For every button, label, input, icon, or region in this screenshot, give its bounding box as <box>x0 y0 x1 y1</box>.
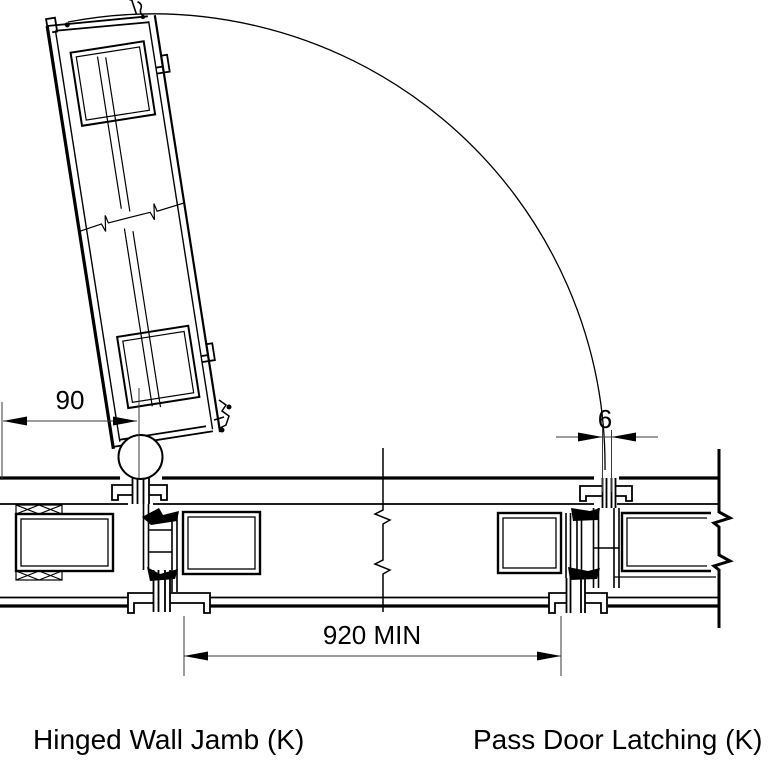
break-lines <box>373 448 734 628</box>
leaf-bottom-block-outer <box>115 324 201 410</box>
dim-90-arrow-left <box>3 416 27 426</box>
right-panel-inner <box>626 517 707 567</box>
leaf-bottom-block-inner <box>122 330 195 404</box>
hinge-top-flange-right <box>149 484 168 501</box>
dimension-90: 90 <box>1 385 137 480</box>
leaf-edge-hook-top <box>155 53 171 75</box>
center-break-line <box>373 448 392 612</box>
hinge-jamb-body <box>142 504 178 592</box>
door-leaf <box>45 0 222 450</box>
dimension-920: 920 MIN <box>183 616 562 676</box>
hinge-pivot-circle <box>117 434 164 480</box>
leaf-top-corner-hook <box>45 16 59 34</box>
hinge-bottom-throat-walls <box>152 570 171 612</box>
latch-throat-walls <box>601 478 617 508</box>
dim-920-arrow-left <box>184 651 208 661</box>
shim-block-top <box>15 504 63 515</box>
dim-6-text: 6 <box>598 404 612 434</box>
hinge-jamb-assembly <box>111 466 211 614</box>
leaf-edge-hook-bottom <box>200 342 216 363</box>
left-stub-panel-inner <box>187 516 256 570</box>
leaf-right-face-outer <box>153 15 222 433</box>
hinge-gaskets <box>142 508 179 581</box>
leaf-left-face-inner <box>54 30 121 442</box>
latch-bottom-flange-right <box>585 592 608 614</box>
wall-section <box>0 476 719 608</box>
latch-jamb-assembly <box>548 478 633 614</box>
left-panel-inner <box>20 518 109 567</box>
leaf-right-face-inner <box>147 21 214 430</box>
dim-920-arrow-right <box>537 651 561 661</box>
latch-bottom-flange-left <box>548 592 567 614</box>
door-swing-arc <box>67 13 606 471</box>
dim-920-text: 920 MIN <box>323 620 421 650</box>
dim-90-arrow-right <box>113 416 137 426</box>
leaf-core-lines <box>96 56 162 408</box>
leaf-left-face-outer <box>45 25 115 450</box>
right-stub-panel-outer <box>496 511 563 575</box>
shim-block-bottom <box>15 570 63 581</box>
leaf-break-line <box>79 202 185 233</box>
leaf-top-block-outer <box>69 40 157 127</box>
dim-6-arrow-left <box>578 432 603 442</box>
dim-6-arrow-right <box>611 432 636 442</box>
label-pass-door-latching: Pass Door Latching (K) <box>473 724 762 755</box>
latch-jamb-body <box>565 508 620 588</box>
latch-top-flange-right <box>615 485 633 502</box>
left-stub-panel-outer <box>181 510 262 576</box>
dim-920-extension-lines <box>183 616 562 676</box>
latch-bottom-throat-walls <box>565 578 586 613</box>
latch-top-flange-left <box>579 485 603 502</box>
wall-panels <box>14 504 716 581</box>
right-panel-outer <box>620 511 711 573</box>
keeper-hardware <box>213 399 232 433</box>
right-edge-break-line <box>710 449 734 628</box>
hinge-bottom-flange-right <box>170 592 211 614</box>
leaf-top-cap <box>47 15 149 32</box>
dim-90-text: 90 <box>56 385 85 415</box>
leaf-corner-pivot-dot <box>64 22 70 28</box>
hinge-bottom-flange-left <box>127 592 154 614</box>
latch-gaskets <box>568 508 600 580</box>
label-hinged-wall-jamb: Hinged Wall Jamb (K) <box>33 724 304 755</box>
dim-6-extension-lines <box>602 427 612 492</box>
dimension-6: 6 <box>556 404 658 492</box>
hinge-top-flange-left <box>111 484 133 501</box>
left-panel-outer <box>14 512 115 573</box>
right-stub-panel-inner <box>502 517 557 569</box>
leaf-top-block-inner <box>75 46 151 121</box>
